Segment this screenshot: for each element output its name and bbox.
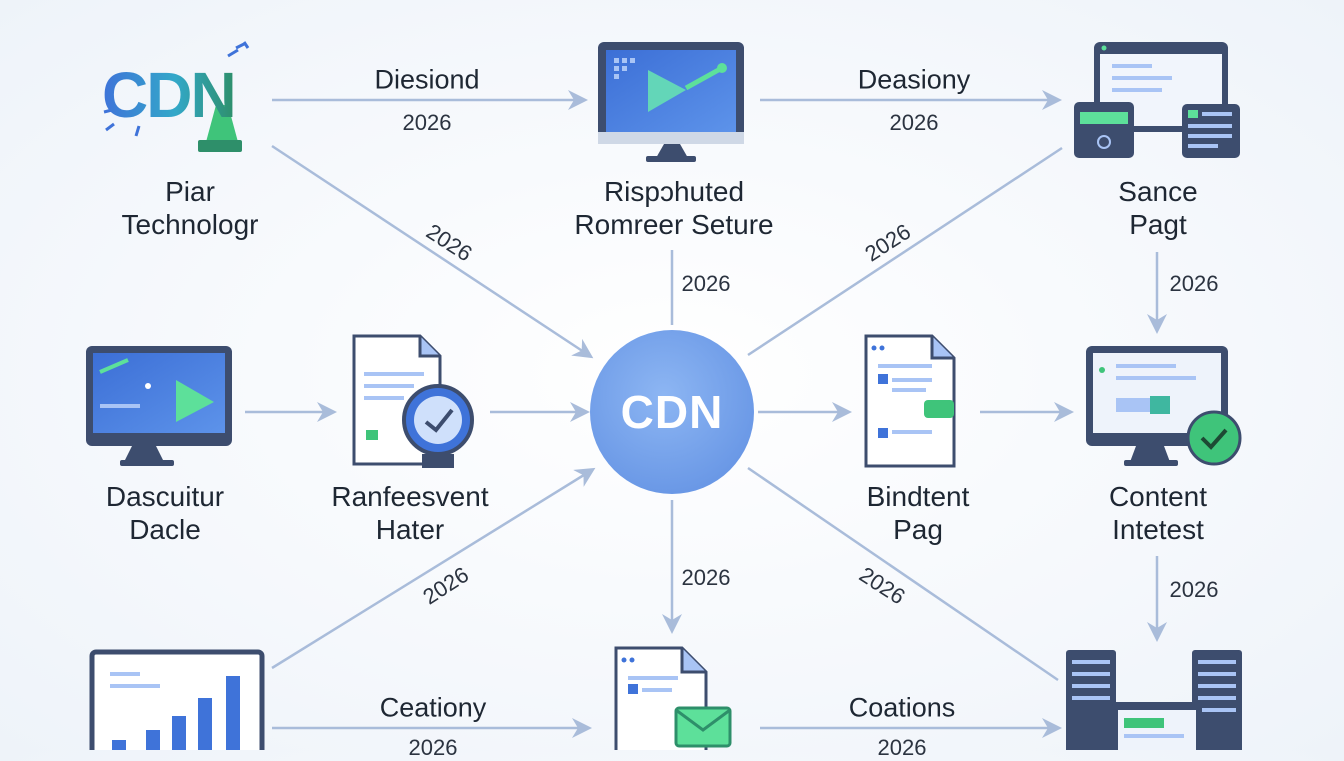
node-label-line: Piar bbox=[165, 176, 215, 207]
year-label: 2026 bbox=[1169, 271, 1219, 296]
cdn-logo-text: CDN bbox=[102, 59, 237, 131]
node-label-line: Sance bbox=[1118, 176, 1198, 207]
node-label-line: Hater bbox=[375, 514, 445, 545]
hub-label: CDN bbox=[620, 386, 724, 438]
cdn-logo-icon bbox=[103, 41, 250, 152]
edge-label-top-left: Diesiond bbox=[374, 64, 480, 95]
node-label-sance: Sance Pagt bbox=[1118, 175, 1197, 241]
year-label: 2026 bbox=[877, 735, 927, 760]
year-label: 2026 bbox=[681, 271, 731, 296]
node-label-line: Pag bbox=[893, 514, 943, 545]
node-label-line: Dascuitur bbox=[105, 481, 225, 512]
year-label: 2026 bbox=[408, 735, 458, 760]
node-label-content: Content Intetest bbox=[1109, 480, 1207, 546]
document-mail-icon bbox=[614, 646, 732, 750]
node-label-ranfeesvent: Ranfeesvent Hater bbox=[331, 480, 488, 546]
node-label-line: Content bbox=[1108, 481, 1208, 512]
node-label-piar: Piar Technologr bbox=[122, 175, 259, 241]
node-label-dascuitur: Dascuitur Dacle bbox=[106, 480, 224, 546]
monitor-check-icon bbox=[1086, 346, 1242, 466]
node-label-line: Romreer Seture bbox=[574, 209, 774, 240]
node-label-bindtent: Bindtent Pag bbox=[867, 480, 970, 546]
edge-label-bottom-right: Coations bbox=[848, 692, 956, 723]
edge-label-top-right: Deasiony bbox=[857, 64, 971, 95]
arrow-diag-br bbox=[747, 466, 1059, 682]
node-label-risp: Rispɔhuted Romreer Seture bbox=[574, 175, 773, 241]
year-label: 2026 bbox=[402, 110, 452, 135]
year-label: 2026 bbox=[681, 565, 731, 590]
document-clock-icon bbox=[352, 334, 474, 468]
arrow-diag-tr bbox=[747, 146, 1063, 357]
node-label-line: Ranfeesvent bbox=[331, 481, 489, 512]
monitor-video-icon bbox=[86, 346, 232, 466]
browser-windows-icon bbox=[1074, 42, 1240, 158]
node-label-line: Rispɔhuted bbox=[603, 176, 745, 207]
cdn-hub[interactable] bbox=[590, 330, 754, 494]
node-label-line: Technologr bbox=[121, 209, 259, 240]
year-label: 2026 bbox=[889, 110, 939, 135]
node-label-line: Pagt bbox=[1129, 209, 1187, 240]
node-label-line: Bindtent bbox=[866, 481, 970, 512]
bar-chart-icon bbox=[89, 649, 265, 750]
year-label: 2026 bbox=[1169, 577, 1219, 602]
node-label-line: Dacle bbox=[129, 514, 201, 545]
arrow-diag-tl bbox=[271, 144, 594, 359]
arrow-diag-bl bbox=[271, 467, 596, 670]
server-rack-icon bbox=[1066, 650, 1242, 750]
monitor-play-icon bbox=[598, 42, 744, 162]
node-label-line: Intetest bbox=[1112, 514, 1204, 545]
document-page-icon bbox=[864, 334, 956, 468]
edge-label-bottom-left: Ceationy bbox=[379, 692, 487, 723]
